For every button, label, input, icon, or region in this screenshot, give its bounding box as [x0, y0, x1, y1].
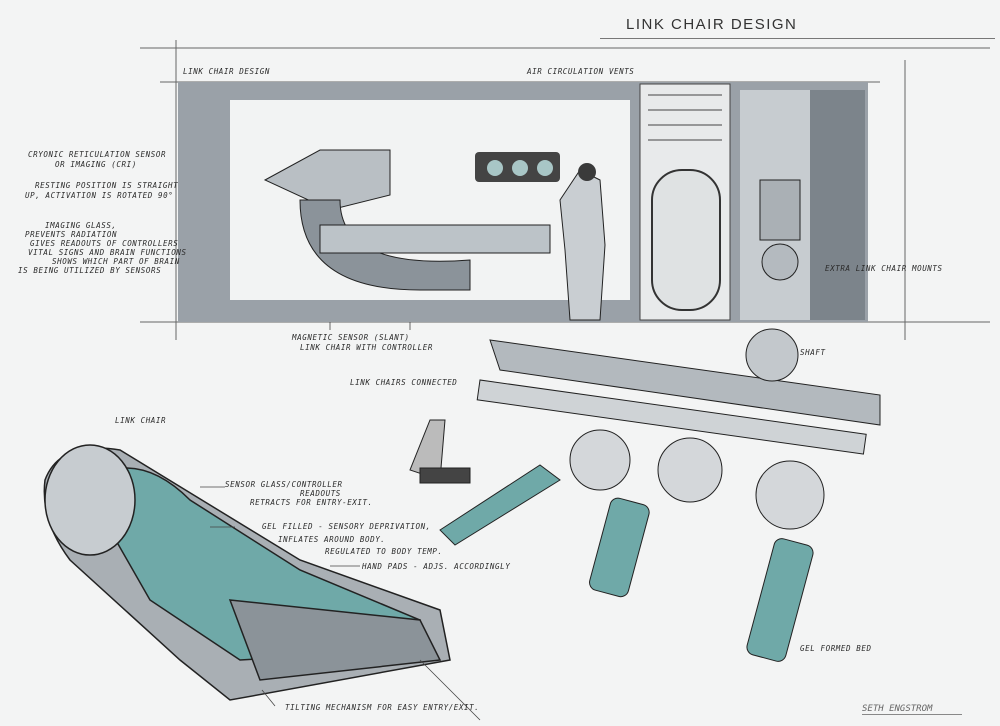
shaft-label: SHAFT: [800, 348, 826, 357]
controller-note: LINK CHAIR WITH CONTROLLER: [300, 343, 433, 352]
magnetic-sensor-note: MAGNETIC SENSOR (SLANT): [292, 333, 410, 342]
sensor-note-line2: READOUTS: [300, 489, 341, 498]
glass-note-line3: GIVES READOUTS OF CONTROLLERS: [30, 239, 179, 248]
top-scene-panel: [178, 82, 868, 322]
cri-note-line1: CRYONIC RETICULATION SENSOR: [28, 150, 167, 159]
cri-note-line2: OR IMAGING (CRI): [55, 160, 137, 169]
connected-chairs-drawing: [409, 328, 881, 662]
hand-pads-note: HAND PADS - ADJS. ACCORDINGLY: [362, 562, 511, 571]
gel-note-line2: INFLATES AROUND BODY.: [278, 535, 386, 544]
vents-label: AIR CIRCULATION VENTS: [527, 67, 635, 76]
leader-lines: [200, 322, 481, 721]
link-chair-label: LINK CHAIR: [115, 416, 167, 425]
sheet-title: LINK CHAIR DESIGN: [626, 16, 798, 33]
tilting-note: TILTING MECHANISM FOR EASY ENTRY/EXIT.: [285, 703, 480, 712]
rest-note-line1: RESTING POSITION IS STRAIGHT: [35, 181, 179, 190]
gel-note-line3: REGULATED TO BODY TEMP.: [325, 547, 443, 556]
link-chair-drawing: [43, 444, 451, 701]
title-underline: [600, 38, 995, 39]
artist-signature: SETH ENGSTROM: [862, 704, 963, 715]
glass-note-line4: VITAL SIGNS AND BRAIN FUNCTIONS: [28, 248, 187, 257]
gel-note-line1: GEL FILLED - SENSORY DEPRIVATION,: [262, 522, 431, 531]
gel-bed-note: GEL FORMED BED: [800, 644, 872, 653]
mounts-label: EXTRA LINK CHAIR MOUNTS: [825, 264, 943, 273]
glass-note-line1: IMAGING GLASS,: [45, 221, 117, 230]
connected-note: LINK CHAIRS CONNECTED: [350, 378, 458, 387]
panel-label: LINK CHAIR DESIGN: [183, 67, 270, 76]
glass-note-line2: PREVENTS RADIATION: [25, 230, 118, 239]
sensor-note-line1: SENSOR GLASS/CONTROLLER: [225, 480, 343, 489]
sensor-note-line3: RETRACTS FOR ENTRY-EXIT.: [250, 498, 373, 507]
glass-note-line5: SHOWS WHICH PART OF BRAIN: [52, 257, 180, 266]
rest-note-line2: UP, ACTIVATION IS ROTATED 90°: [25, 191, 174, 200]
glass-note-line6: IS BEING UTILIZED BY SENSORS: [18, 266, 162, 275]
